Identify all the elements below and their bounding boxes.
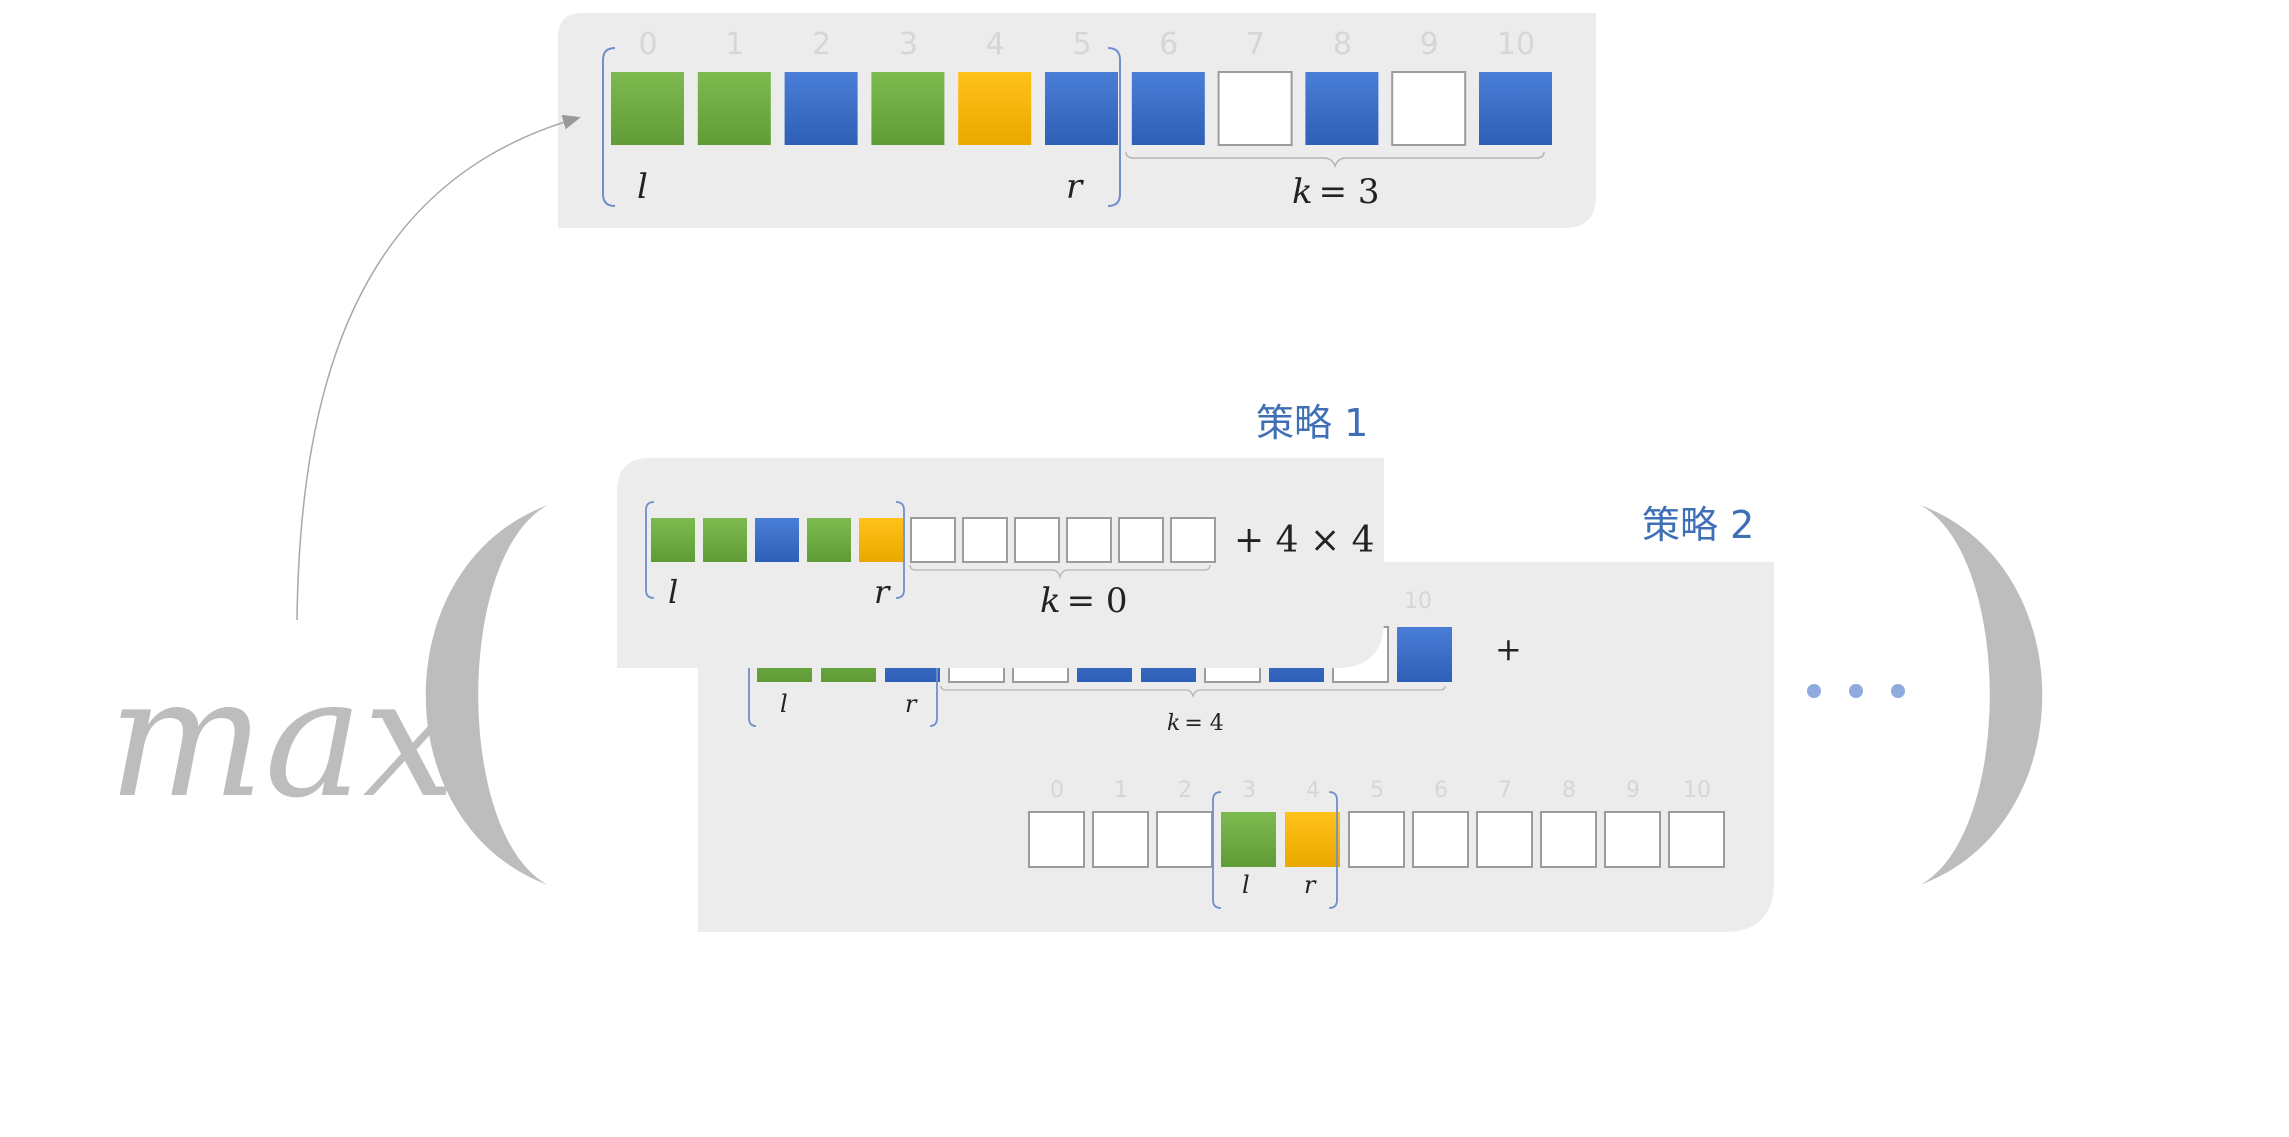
ellipsis <box>1807 684 1905 698</box>
s2-row2-index-5: 5 <box>1370 778 1384 803</box>
s2-row2-box-4-yellow <box>1285 812 1340 867</box>
top-index-2: 2 <box>812 27 831 62</box>
top-index-9: 9 <box>1420 27 1439 62</box>
top-index-3: 3 <box>899 27 918 62</box>
top-index-6: 6 <box>1159 27 1178 62</box>
top-box-10-blue <box>1479 72 1552 145</box>
s2-row2-index-1: 1 <box>1114 778 1128 803</box>
s2-row2-index-9: 9 <box>1626 778 1640 803</box>
top-box-5-blue <box>1045 72 1118 145</box>
s2-row1-k-brace <box>940 685 1446 699</box>
max-label: max <box>108 642 456 834</box>
s1-plus-expr: + 4 × 4 <box>1234 520 1374 561</box>
s1-box-7-empty <box>1014 517 1060 563</box>
s2-row1-index: 10 <box>1404 589 1432 614</box>
s1-box-8-empty <box>1066 517 1112 563</box>
s2-row2-index-row: 0 1 2 3 4 5 6 7 8 9 10 <box>1050 778 1711 803</box>
s1-box-5-empty <box>910 517 956 563</box>
s2-row2-box-1-empty <box>1092 811 1149 868</box>
s2-row1-l: l <box>780 690 788 718</box>
s2-row2-index-6: 6 <box>1434 778 1448 803</box>
top-panel: 0 1 2 3 4 5 6 7 8 9 10 l r k= 3 <box>558 13 1596 228</box>
s2-row2-box-5-empty <box>1348 811 1405 868</box>
s2-row1-box-10-blue <box>1397 627 1452 682</box>
top-box-row <box>611 71 1552 146</box>
top-index-5: 5 <box>1072 27 1091 62</box>
s2-row2-box-row <box>1028 811 1725 868</box>
top-box-4-yellow <box>958 72 1032 145</box>
strategy1-title: 策略 1 <box>1256 401 1368 445</box>
s2-row1-plus: + <box>1495 630 1522 668</box>
s1-lr-bracket <box>645 501 655 599</box>
s2-row1-r: r <box>905 690 918 718</box>
s2-row2-box-9-empty <box>1604 811 1661 868</box>
s2-row2-box-8-empty <box>1540 811 1597 868</box>
s2-row2-index-2: 2 <box>1178 778 1192 803</box>
s2-row2-box-6-empty <box>1412 811 1469 868</box>
s1-box-0-green <box>651 518 695 562</box>
top-r-label: r <box>1066 167 1084 207</box>
s2-row2-index-0: 0 <box>1050 778 1064 803</box>
left-paren <box>425 505 548 885</box>
s2-row2-index-10: 10 <box>1683 778 1711 803</box>
top-index-row: 0 1 2 3 4 5 6 7 8 9 10 <box>638 27 1535 62</box>
s2-row2-lr-bracket-right <box>1328 791 1338 909</box>
s1-box-row <box>651 517 1216 563</box>
top-box-9-empty <box>1391 71 1467 146</box>
s1-box-1-green <box>703 518 747 562</box>
top-index-7: 7 <box>1246 27 1265 62</box>
s2-row2-box-10-empty <box>1668 811 1725 868</box>
top-k-brace <box>1125 151 1545 169</box>
top-k-label: k= 3 <box>1292 172 1380 212</box>
top-index-10: 10 <box>1497 27 1535 62</box>
curve-arrow <box>296 114 581 621</box>
top-index-0: 0 <box>638 27 657 62</box>
s2-row2-lr-bracket <box>1212 791 1222 909</box>
s1-r: r <box>874 573 891 611</box>
top-box-3-green <box>871 72 945 145</box>
top-index-4: 4 <box>986 27 1005 62</box>
top-index-1: 1 <box>725 27 744 62</box>
s2-row1-k: k= 4 <box>1167 711 1224 736</box>
s2-row2-index-3: 3 <box>1242 778 1256 803</box>
top-box-0-green <box>611 72 684 145</box>
top-box-7-empty <box>1217 71 1293 146</box>
s1-box-2-blue <box>755 518 799 562</box>
top-l-label: l <box>637 167 648 207</box>
s1-lr-bracket-right <box>895 501 905 599</box>
top-box-1-green <box>697 72 771 145</box>
top-index-8: 8 <box>1333 27 1352 62</box>
s2-row2-index-4: 4 <box>1306 778 1320 803</box>
s2-row2-box-2-empty <box>1156 811 1213 868</box>
strategy1-panel: 策略 1 l r k= 0 + 4 × 4 <box>617 401 1384 668</box>
s2-row2-index-8: 8 <box>1562 778 1576 803</box>
s1-k: k= 0 <box>1040 581 1128 621</box>
s2-row2-l: l <box>1242 871 1250 899</box>
top-lr-bracket-right <box>1107 47 1121 207</box>
s2-row2-box-0-empty <box>1028 811 1085 868</box>
s2-row2-r: r <box>1304 871 1317 899</box>
top-box-2-blue <box>784 72 858 145</box>
s1-box-9-empty <box>1118 517 1164 563</box>
s2-row2-box-3-green <box>1221 812 1276 867</box>
s1-box-3-green <box>807 518 851 562</box>
s1-box-10-empty <box>1170 517 1216 563</box>
s1-box-4-yellow <box>859 518 903 562</box>
s2-row2-box-7-empty <box>1476 811 1533 868</box>
strategy2-title: 策略 2 <box>1642 503 1754 547</box>
right-paren <box>1920 505 2043 885</box>
s1-l: l <box>668 573 678 611</box>
top-lr-bracket <box>602 47 616 207</box>
s1-box-6-empty <box>962 517 1008 563</box>
top-box-6-blue <box>1131 72 1205 145</box>
s2-row2-index-7: 7 <box>1498 778 1512 803</box>
top-box-8-blue <box>1305 72 1379 145</box>
s1-k-brace <box>909 564 1211 580</box>
